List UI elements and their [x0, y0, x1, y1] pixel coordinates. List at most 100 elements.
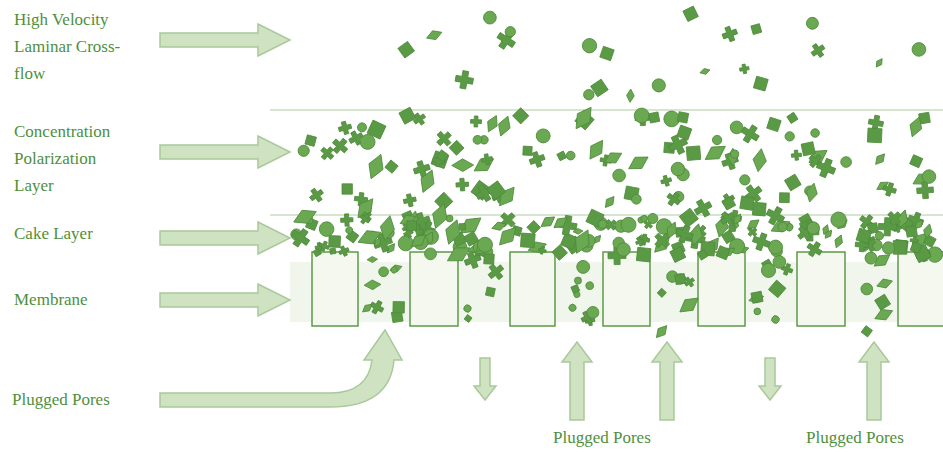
particle — [449, 140, 464, 155]
particle — [649, 112, 660, 123]
particle — [675, 273, 686, 284]
particle — [722, 196, 736, 210]
particle — [784, 174, 801, 191]
particle — [329, 236, 341, 248]
particle — [570, 227, 595, 257]
membrane-block — [698, 252, 745, 326]
particle — [557, 151, 567, 161]
particle — [452, 159, 474, 172]
particle — [581, 37, 598, 54]
particle — [291, 205, 320, 229]
particle — [305, 135, 317, 147]
particle — [626, 89, 634, 103]
particle — [650, 77, 667, 94]
particle — [913, 218, 925, 231]
down-arrow — [759, 358, 781, 400]
particle — [791, 150, 802, 161]
particle — [464, 315, 472, 323]
particle — [875, 294, 891, 310]
particle — [751, 148, 767, 173]
particle — [513, 108, 529, 124]
particles — [288, 6, 943, 341]
particle — [523, 146, 532, 155]
particle — [484, 113, 501, 134]
particle — [739, 174, 750, 185]
particle — [635, 237, 645, 247]
particle — [454, 70, 474, 90]
particle — [770, 314, 780, 324]
particle — [809, 127, 821, 139]
particle — [520, 233, 535, 248]
particle — [909, 40, 928, 59]
membrane-block — [898, 252, 943, 326]
particle — [881, 181, 897, 197]
layer-label: Cake Layer — [14, 220, 154, 247]
pore-label: Plugged Pores — [12, 386, 162, 413]
particle — [881, 241, 895, 255]
particle — [494, 223, 520, 250]
particle — [829, 210, 849, 230]
particle — [920, 168, 938, 186]
particle — [856, 228, 871, 243]
particle — [753, 308, 761, 316]
particle — [625, 151, 651, 174]
particle — [538, 246, 547, 255]
particle — [821, 224, 830, 236]
particle — [751, 24, 762, 35]
layer-label: Concentration Polarization Layer — [14, 118, 132, 199]
particle — [614, 240, 633, 259]
particle — [495, 114, 514, 138]
particle — [729, 225, 736, 232]
particle — [906, 115, 925, 139]
particle — [481, 153, 494, 166]
particle — [783, 130, 796, 143]
particle — [586, 306, 600, 320]
particle — [527, 150, 546, 169]
particle — [484, 254, 495, 265]
membrane-block — [510, 252, 555, 326]
particle — [357, 131, 378, 152]
particle — [873, 306, 895, 324]
particle — [340, 214, 353, 227]
particle — [483, 10, 498, 25]
particle — [787, 112, 798, 123]
particle — [646, 212, 659, 225]
particle — [398, 41, 415, 58]
pointer-arrow — [160, 24, 290, 56]
membrane-block — [312, 252, 358, 326]
particle — [389, 263, 403, 274]
particle — [871, 250, 893, 270]
particle — [720, 24, 739, 43]
particle — [721, 230, 735, 244]
particle — [874, 230, 886, 242]
particle — [633, 107, 650, 124]
particle — [360, 302, 374, 315]
particle — [565, 150, 577, 162]
particle — [471, 153, 498, 176]
particle — [442, 217, 464, 246]
down-arrow — [474, 358, 496, 400]
particle — [777, 221, 788, 232]
particle — [767, 117, 781, 131]
up-arrow — [562, 342, 592, 420]
particle — [805, 220, 821, 236]
particle — [910, 155, 923, 168]
particle — [922, 223, 934, 239]
particle — [472, 135, 482, 145]
particle — [582, 88, 595, 101]
particle — [730, 149, 740, 159]
particle — [804, 182, 819, 203]
particle — [456, 178, 469, 191]
particle — [873, 151, 888, 167]
curved-arrow — [160, 330, 402, 407]
particle — [470, 116, 481, 127]
particle — [893, 241, 907, 255]
up-arrow — [652, 342, 682, 420]
particle — [768, 280, 786, 298]
particle — [390, 265, 399, 274]
particle — [676, 293, 702, 317]
membrane-block — [603, 252, 650, 326]
particle — [567, 303, 577, 313]
particle — [462, 250, 483, 271]
particle — [697, 249, 708, 260]
